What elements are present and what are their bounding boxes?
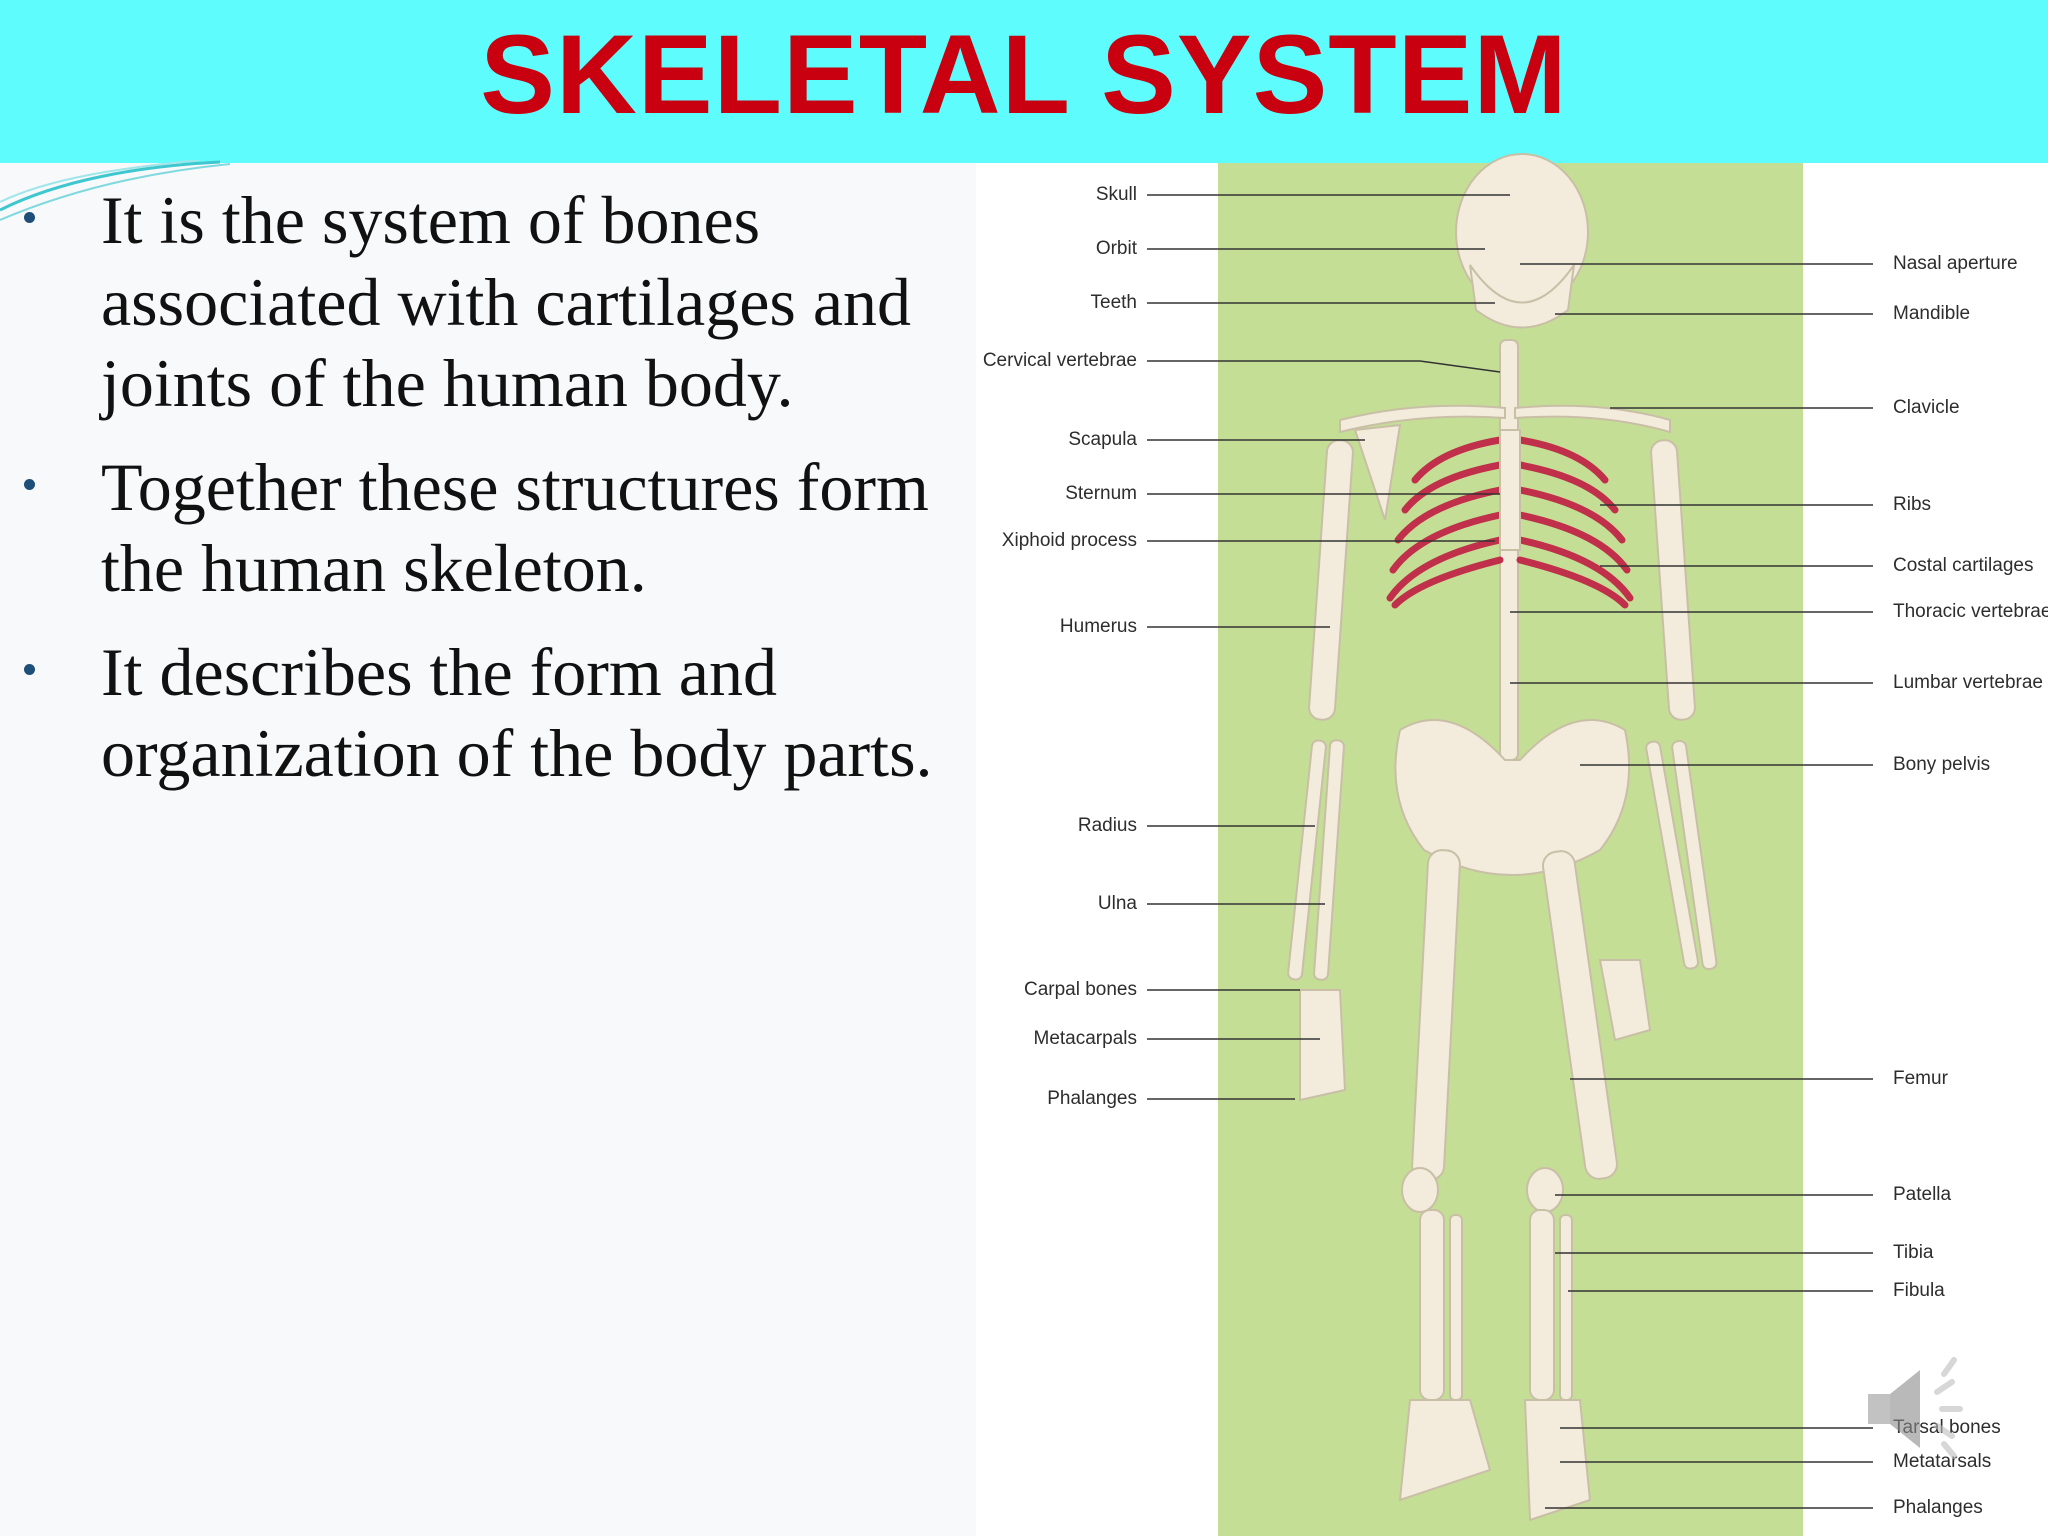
label-tibia: Tibia	[1893, 1242, 1934, 1263]
slide-title: SKELETAL SYSTEM	[480, 12, 1568, 137]
label-phalanges-hand: Phalanges	[1047, 1088, 1137, 1109]
label-humerus: Humerus	[1059, 616, 1137, 637]
bullet-list: It is the system of bones associated wit…	[0, 180, 960, 817]
bullet-dot-icon	[24, 478, 35, 490]
label-ribs: Ribs	[1893, 494, 1932, 515]
title-bar	[0, 0, 2048, 163]
label-fibula: Fibula	[1893, 1280, 1945, 1301]
label-nasal-aperture: Nasal aperture	[1893, 253, 2018, 274]
label-scapula: Scapula	[1068, 429, 1137, 450]
label-orbit: Orbit	[1095, 238, 1137, 259]
bullet-text: Together these structures form the human…	[101, 448, 929, 607]
bullet-item: It describes the form and organization o…	[0, 632, 960, 795]
label-clavicle: Clavicle	[1893, 397, 1960, 418]
bullet-dot-icon	[24, 212, 35, 223]
label-ulna: Ulna	[1097, 893, 1137, 914]
label-bony-pelvis: Bony pelvis	[1893, 754, 1991, 775]
text-panel	[0, 163, 976, 1536]
bullet-dot-icon	[24, 663, 35, 675]
label-patella: Patella	[1893, 1184, 1952, 1205]
label-teeth: Teeth	[1090, 292, 1137, 313]
label-costal-cartilages: Costal cartilages	[1893, 555, 2034, 576]
bullet-item: Together these structures form the human…	[0, 447, 960, 610]
label-xiphoid-process: Xiphoid process	[1001, 530, 1137, 551]
label-skull: Skull	[1095, 184, 1137, 205]
label-metacarpals: Metacarpals	[1033, 1028, 1138, 1049]
label-lumbar-vertebrae: Lumbar vertebrae	[1893, 672, 2043, 693]
label-thoracic-vertebrae: Thoracic vertebrae	[1893, 601, 2048, 622]
swoosh-decoration	[0, 160, 231, 221]
bullet-text: It is the system of bones associated wit…	[101, 182, 912, 421]
label-phalanges-foot: Phalanges	[1893, 1497, 1983, 1518]
label-metatarsals: Metatarsals	[1893, 1451, 1992, 1472]
label-femur: Femur	[1893, 1068, 1948, 1089]
label-carpal-bones: Carpal bones	[1023, 979, 1137, 1000]
speaker-icon[interactable]	[1862, 1352, 1992, 1462]
label-sternum: Sternum	[1065, 483, 1137, 504]
bullet-text: It describes the form and organization o…	[101, 633, 933, 792]
bullet-item: It is the system of bones associated wit…	[0, 180, 960, 425]
label-cervical-vertebrae: Cervical vertebrae	[982, 350, 1137, 371]
label-radius: Radius	[1077, 815, 1137, 836]
label-mandible: Mandible	[1893, 303, 1971, 324]
